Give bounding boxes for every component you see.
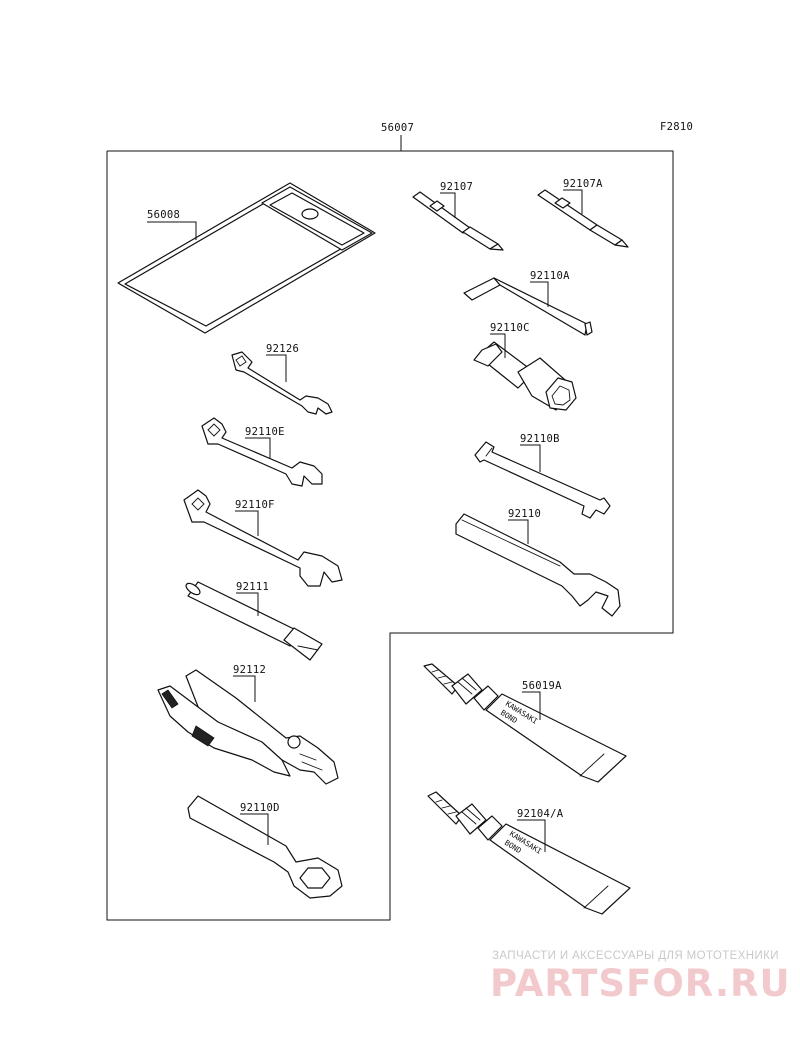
leader-92107A (563, 189, 583, 214)
hex-key-92110A (463, 277, 593, 336)
label-56008: 56008 (147, 209, 180, 221)
leader-92110A (530, 281, 549, 307)
leader-56008 (147, 221, 197, 240)
label-92110A: 92110A (530, 270, 570, 282)
label-92110C: 92110C (490, 322, 530, 334)
label-92107: 92107 (440, 181, 473, 193)
watermark-tagline: ЗАПЧАСТИ И АКСЕССУАРЫ ДЛЯ МОТОТЕХНИКИ (492, 950, 779, 962)
wrench-92110F (183, 489, 343, 587)
extension-92111 (185, 581, 323, 661)
bond-tube-92104A: KAWASAKI BOND (427, 791, 631, 915)
kit-outline (106, 150, 674, 921)
label-92107A: 92107A (563, 178, 603, 190)
leader-92126 (266, 354, 287, 382)
leader-92107 (440, 192, 456, 218)
leader-92110E (245, 437, 271, 458)
leader-92110D (240, 813, 269, 845)
leader-92112 (233, 675, 256, 702)
label-92111: 92111 (236, 581, 269, 593)
label-92112: 92112 (233, 664, 266, 676)
label-56019A: 56019A (522, 680, 562, 692)
watermark-logo: PARTSFOR.RU (490, 962, 791, 1005)
screwdriver-92107A (537, 189, 629, 248)
bond-tube-56019A: KAWASAKI BOND (423, 663, 627, 783)
leader-56019A (522, 691, 541, 720)
wrench-92110 (455, 513, 621, 617)
label-92110B: 92110B (520, 433, 560, 445)
wrench-92110E (201, 417, 323, 487)
label-92110: 92110 (508, 508, 541, 520)
ring-wrench-92110D (187, 795, 343, 899)
leader-92110B (520, 444, 541, 472)
wrench-92126 (231, 351, 333, 415)
tool-bag (117, 182, 376, 334)
label-92110F: 92110F (235, 499, 275, 511)
leader-92104A (517, 819, 546, 852)
screwdriver-92107 (412, 191, 504, 251)
label-56007: 56007 (381, 122, 414, 134)
leader-92110C (490, 333, 506, 358)
leader-92110 (508, 519, 529, 544)
label-92126: 92126 (266, 343, 299, 355)
label-92110E: 92110E (245, 426, 285, 438)
label-92104A: 92104/A (517, 808, 564, 820)
figure-code: F2810 (660, 121, 693, 133)
label-92110D: 92110D (240, 802, 280, 814)
leader-92110F (235, 510, 259, 536)
plug-wrench-92110C (473, 341, 577, 411)
leader-92111 (236, 592, 259, 616)
pliers-92112 (157, 669, 339, 785)
spoke-tool-92110B (474, 441, 611, 519)
